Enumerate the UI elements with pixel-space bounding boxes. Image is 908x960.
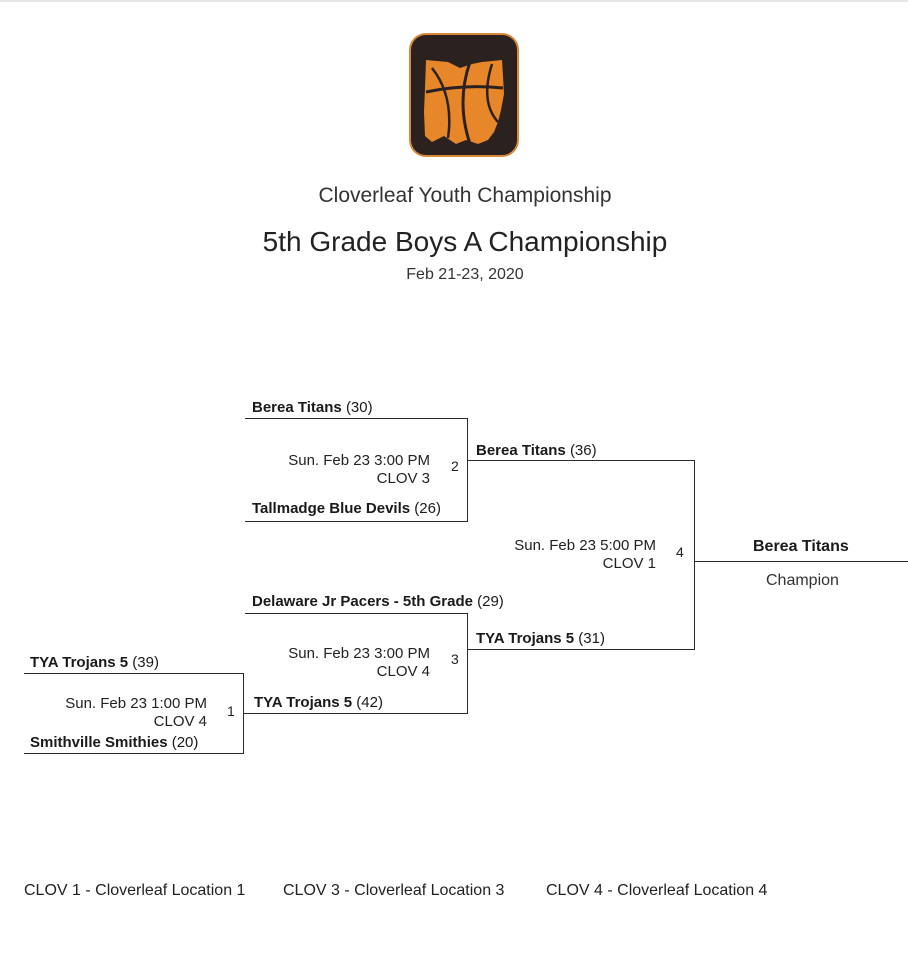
game1-bottom-line	[24, 753, 244, 754]
game4-top-line	[468, 460, 695, 461]
game3-number: 3	[451, 651, 459, 667]
champion-team: Berea Titans	[753, 538, 849, 555]
game2-top-line	[245, 418, 468, 419]
game2-number: 2	[451, 458, 459, 474]
game2-connector	[467, 418, 468, 522]
game3-top-team: Delaware Jr Pacers - 5th Grade (29)	[252, 593, 504, 610]
game4-number: 4	[676, 544, 684, 560]
champion-line	[694, 561, 908, 562]
game1-number: 1	[227, 703, 235, 719]
game4-top-team: Berea Titans (36)	[476, 442, 597, 459]
game1-bottom-team: Smithville Smithies (20)	[30, 734, 199, 751]
event-dates: Feb 21-23, 2020	[406, 266, 524, 283]
game1-top-team: TYA Trojans 5 (39)	[30, 654, 159, 671]
game1-top-line	[24, 673, 244, 674]
champion-label: Champion	[766, 572, 839, 589]
game3-connector	[467, 613, 468, 714]
game4-connector	[694, 460, 695, 650]
game2-top-team: Berea Titans (30)	[252, 399, 373, 416]
game3-top-line	[245, 613, 468, 614]
game3-bottom-line	[243, 713, 468, 714]
game2-bottom-team: Tallmadge Blue Devils (26)	[252, 500, 441, 517]
page-title: 5th Grade Boys A Championship	[262, 226, 668, 257]
game4-bottom-line	[468, 649, 695, 650]
game3-bottom-team: TYA Trojans 5 (42)	[254, 694, 383, 711]
top-divider	[0, 0, 908, 2]
legend-clov1: CLOV 1 - Cloverleaf Location 1	[24, 882, 246, 899]
game4-bottom-team: TYA Trojans 5 (31)	[476, 630, 605, 647]
game2-bottom-line	[245, 521, 468, 522]
legend-clov4: CLOV 4 - Cloverleaf Location 4	[546, 882, 768, 899]
event-subtitle: Cloverleaf Youth Championship	[318, 184, 612, 207]
legend-clov3: CLOV 3 - Cloverleaf Location 3	[283, 882, 505, 899]
basketball-ohio-logo	[409, 33, 519, 157]
